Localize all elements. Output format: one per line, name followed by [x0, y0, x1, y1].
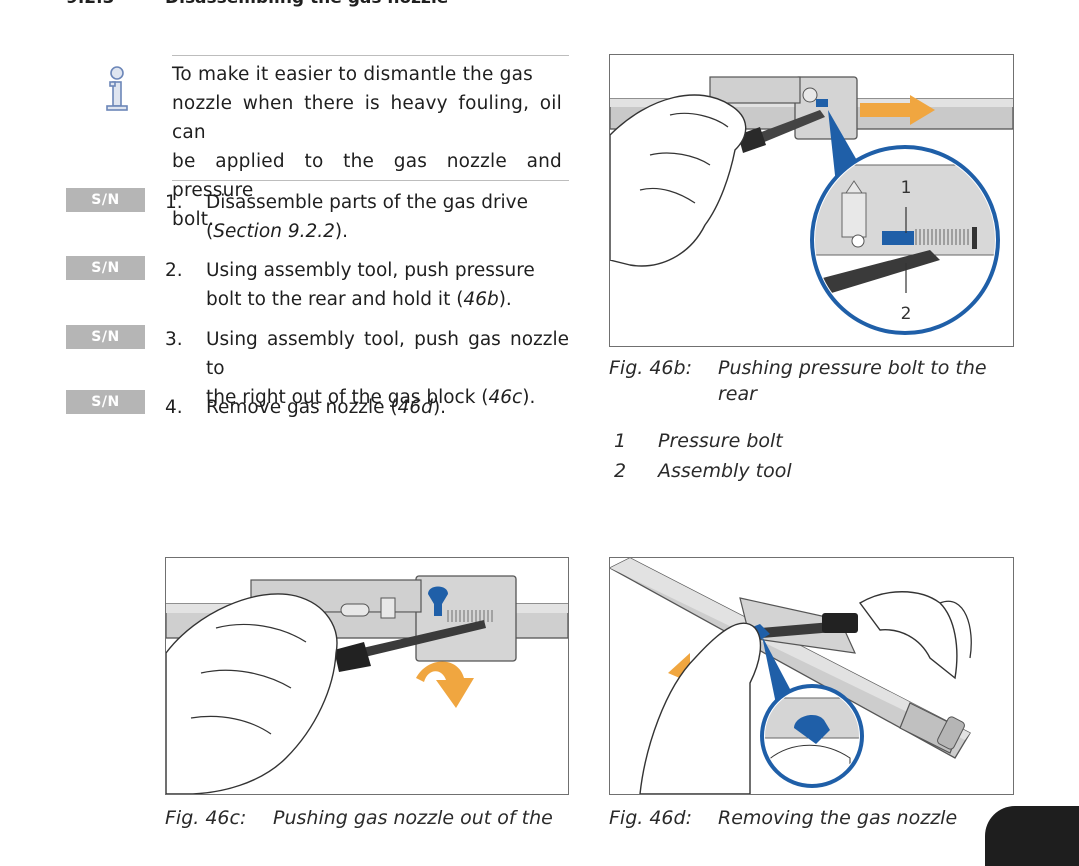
caption-line: Pushing pressure bolt to the: [718, 357, 987, 379]
step-text: Remove gas nozzle (46d).: [206, 393, 569, 422]
step-text-part: ).: [522, 387, 536, 408]
callout-1-label: 1: [901, 178, 912, 198]
step-text-part: Remove gas nozzle (: [206, 397, 398, 418]
figure-46d: [609, 557, 1014, 795]
step-number: 3.: [165, 329, 183, 350]
figure-46b: 1 2: [609, 54, 1014, 347]
fig46c-caption: Pushing gas nozzle out of the: [273, 807, 553, 829]
step-text-part: bolt to the rear and hold it (: [206, 289, 464, 310]
step-line: bolt to the rear and hold it (46b).: [206, 285, 569, 314]
note-text: To make it easier to dismantle the gas n…: [172, 60, 562, 234]
sn-badge: S/N: [66, 256, 145, 280]
step-line: (Section 9.2.2).: [206, 217, 569, 246]
note-line: To make it easier to dismantle the gas: [172, 64, 533, 85]
section-number: 9.2.3: [66, 0, 114, 8]
info-icon: [104, 66, 130, 112]
note-bottom-rule: [172, 180, 569, 181]
step-line: the right out of the gas block (46c).: [206, 383, 569, 412]
fig46d-label: Fig. 46d:: [609, 807, 692, 829]
step-number: 2.: [165, 260, 183, 281]
figure-reference: 46b: [463, 289, 499, 310]
caption-line: rear: [718, 383, 757, 405]
figure-46c: [165, 557, 569, 795]
step-line: Using assembly tool, push gas nozzle to: [206, 329, 569, 379]
step-line: Remove gas nozzle (46d).: [206, 393, 569, 422]
step-text-part: ).: [498, 289, 512, 310]
fig46b-label: Fig. 46b:: [609, 357, 692, 379]
step-text: Using assembly tool, push pressure bolt …: [206, 256, 569, 314]
section-reference: Section 9.2.2: [213, 221, 335, 242]
step-number: 1.: [165, 192, 183, 213]
step-line: Using assembly tool, push pressure: [206, 260, 535, 281]
note-line: be applied to the gas nozzle and pressur…: [172, 151, 562, 201]
page-tab-marker: [985, 806, 1079, 866]
step-text: Using assembly tool, push gas nozzle to …: [206, 325, 569, 412]
step-text-part: ).: [334, 221, 349, 242]
step-number: 4.: [165, 397, 183, 418]
fig46b-caption: Pushing pressure bolt to the rear: [718, 355, 987, 407]
sn-badge: S/N: [66, 325, 145, 349]
legend-item-text: Assembly tool: [658, 460, 792, 482]
figure-reference: 46c: [488, 387, 523, 408]
legend-item-num: 1: [614, 430, 627, 452]
section-title: Disassembling the gas nozzle: [165, 0, 448, 8]
note-line: bolt.: [172, 209, 215, 230]
fig46d-caption: Removing the gas nozzle: [718, 807, 958, 829]
step-line: Disassemble parts of the gas drive: [206, 192, 529, 213]
legend-item-text: Pressure bolt: [658, 430, 783, 452]
sn-badge: S/N: [66, 188, 145, 212]
callout-2-label: 2: [901, 304, 912, 324]
figure-reference: 46d: [397, 397, 433, 418]
step-text-part: the right out of the gas block (: [206, 387, 489, 408]
step-text: Disassemble parts of the gas drive (Sect…: [206, 188, 569, 246]
sn-badge: S/N: [66, 390, 145, 414]
note-top-rule: [172, 55, 569, 56]
fig46c-label: Fig. 46c:: [165, 807, 247, 829]
note-line: nozzle when there is heavy fouling, oil …: [172, 93, 562, 143]
step-text-part: (: [206, 221, 214, 242]
legend-item-num: 2: [614, 460, 627, 482]
step-text-part: ).: [432, 397, 447, 418]
